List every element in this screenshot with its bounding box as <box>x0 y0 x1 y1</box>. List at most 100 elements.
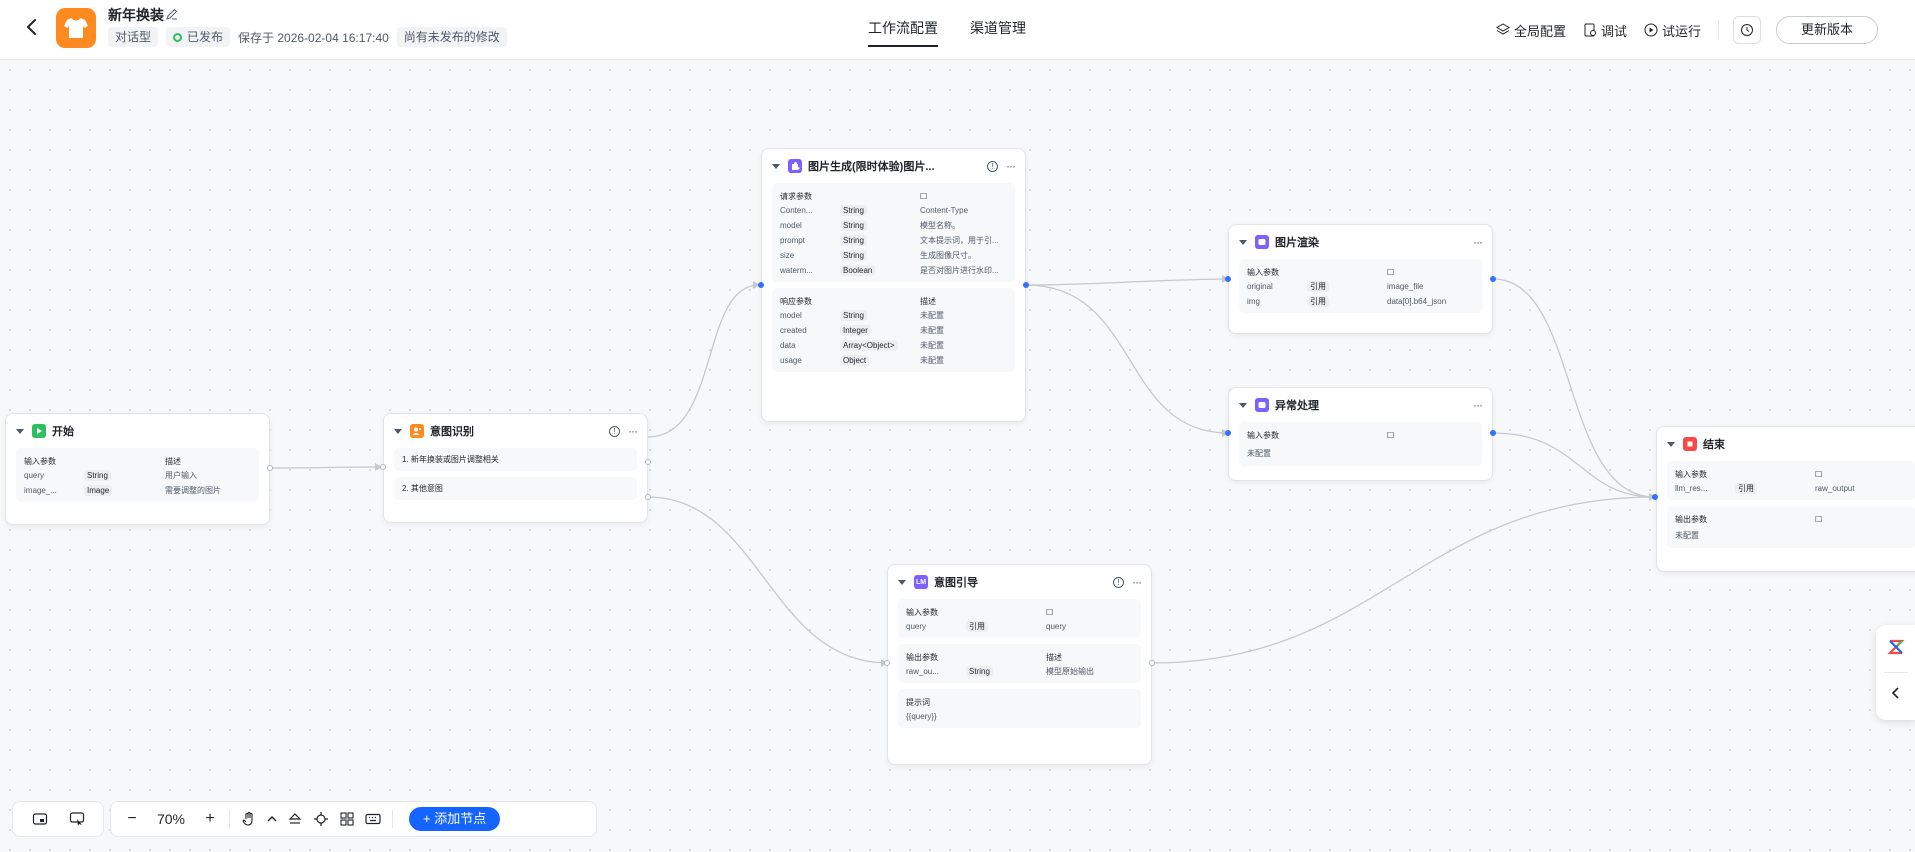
trial-run-button[interactable]: 试运行 <box>1644 21 1701 40</box>
col-header: 请求参数 <box>780 191 812 201</box>
llm-icon: LM <box>914 575 928 589</box>
param-type: String <box>840 250 867 261</box>
zoom-in-icon[interactable]: + <box>205 810 215 827</box>
output-port[interactable] <box>267 465 273 471</box>
col-header: 输入参数 <box>906 607 938 617</box>
locate-icon[interactable] <box>308 806 334 832</box>
debug-button[interactable]: 调试 <box>1583 21 1627 40</box>
node-start[interactable]: 开始 输入参数 描述 query String 用户输入 image_... I… <box>5 413 270 525</box>
tab-workflow-config[interactable]: 工作流配置 <box>868 0 938 60</box>
param-row: image_... Image 需要调整的图片 <box>24 483 251 498</box>
output-port[interactable] <box>1490 430 1496 436</box>
param-value: 未配置 <box>920 311 944 320</box>
trial-run-label: 试运行 <box>1661 23 1701 39</box>
prompt-value: {{query}} <box>906 712 937 721</box>
version-history-button[interactable] <box>1732 16 1761 44</box>
info-icon[interactable]: ! <box>609 425 620 437</box>
hand-icon[interactable] <box>236 806 262 832</box>
debug-label: 调试 <box>1600 23 1627 39</box>
node-title: 意图引导 <box>934 577 978 589</box>
param-type: String <box>966 666 993 677</box>
param-name: size <box>780 251 795 260</box>
node-intent-recognition[interactable]: 意图识别 ! ··· 1. 新年换装或图片调整相关 2. 其他意图 <box>383 413 648 523</box>
collapse-caret-icon[interactable] <box>1239 402 1247 408</box>
grid-layout-icon[interactable] <box>334 806 360 832</box>
node-header: 结束 <box>1667 427 1915 461</box>
minimap-icon[interactable] <box>27 806 53 832</box>
input-port[interactable] <box>380 464 386 470</box>
auto-layout-icon[interactable] <box>282 806 308 832</box>
output-port[interactable] <box>1023 282 1029 288</box>
comment-select-icon[interactable] <box>64 806 90 832</box>
value-column-icon: ☐ <box>920 191 928 201</box>
input-port[interactable] <box>758 282 764 288</box>
arrow-intent-in <box>375 463 382 471</box>
input-port[interactable] <box>1652 494 1658 500</box>
param-type: String <box>840 235 867 246</box>
param-name: llm_res... <box>1675 484 1708 493</box>
edge-intent-guide <box>647 496 888 664</box>
zoom-level[interactable]: 70% <box>156 811 186 827</box>
side-float-panel <box>1876 625 1915 720</box>
collapse-caret-icon[interactable] <box>1239 239 1247 245</box>
param-name: Conten... <box>780 206 813 215</box>
add-node-button[interactable]: + 添加节点 <box>409 807 501 831</box>
more-icon[interactable]: ··· <box>1473 398 1483 412</box>
chevron-left-icon[interactable] <box>1888 685 1904 701</box>
param-type: String <box>840 310 867 321</box>
node-header: 意图识别 ! ··· <box>394 414 638 448</box>
layers-icon <box>1495 23 1510 35</box>
info-icon[interactable]: ! <box>1113 576 1124 588</box>
user-intent-icon <box>410 424 424 438</box>
edit-icon[interactable] <box>165 7 179 21</box>
more-icon[interactable]: ··· <box>1132 575 1142 589</box>
branch-2-port[interactable] <box>645 494 651 500</box>
prompt-section: 提示词 {{query}} <box>898 689 1141 728</box>
branch-1-port[interactable] <box>645 459 651 465</box>
node-exception-handling[interactable]: 异常处理 ··· 输入参数 ☐ 未配置 <box>1228 387 1493 481</box>
collapse-caret-icon[interactable] <box>1667 441 1675 447</box>
more-icon[interactable]: ··· <box>1006 159 1016 173</box>
update-version-button[interactable]: 更新版本 <box>1775 16 1878 44</box>
collapse-caret-icon[interactable] <box>394 428 402 434</box>
input-port[interactable] <box>884 660 890 666</box>
output-port[interactable] <box>1149 660 1155 666</box>
empty-text: 未配置 <box>1247 449 1271 458</box>
input-port[interactable] <box>1225 276 1231 282</box>
output-port[interactable] <box>1490 276 1496 282</box>
collapse-caret-icon[interactable] <box>772 163 780 169</box>
chevron-up-icon[interactable] <box>262 806 282 832</box>
header-actions: 全局配置 调试 试运行 更新版本 <box>1495 0 1915 60</box>
assistant-logo-icon[interactable] <box>1886 637 1906 657</box>
bottom-left-toolbar <box>12 801 104 837</box>
param-value: 文本提示词，用于引... <box>920 236 999 245</box>
node-image-generation[interactable]: 图片生成(限时体验)图片... ! ··· 请求参数 ☐ Conten...St… <box>761 148 1026 422</box>
collapse-caret-icon[interactable] <box>16 428 24 434</box>
play-circle-icon <box>1644 23 1658 37</box>
edge-imagegen-exception <box>1025 284 1229 434</box>
tab-channel-management[interactable]: 渠道管理 <box>970 20 1026 36</box>
info-icon[interactable]: ! <box>987 160 998 172</box>
more-icon[interactable]: ··· <box>1473 235 1483 249</box>
global-config-button[interactable]: 全局配置 <box>1495 21 1566 40</box>
param-type: String <box>840 220 867 231</box>
zoom-out-icon[interactable]: − <box>127 810 137 827</box>
keyboard-icon[interactable] <box>360 806 386 832</box>
edge-guide-end <box>1151 496 1656 664</box>
back-arrow-icon[interactable] <box>20 15 44 39</box>
param-type: Object <box>840 355 870 366</box>
param-name: img <box>1247 297 1260 306</box>
status-dot-icon <box>173 32 183 42</box>
collapse-caret-icon[interactable] <box>898 579 906 585</box>
plugin-icon <box>788 159 802 173</box>
input-port[interactable] <box>1225 430 1231 436</box>
param-name: model <box>780 221 802 230</box>
more-icon[interactable]: ··· <box>628 424 638 438</box>
